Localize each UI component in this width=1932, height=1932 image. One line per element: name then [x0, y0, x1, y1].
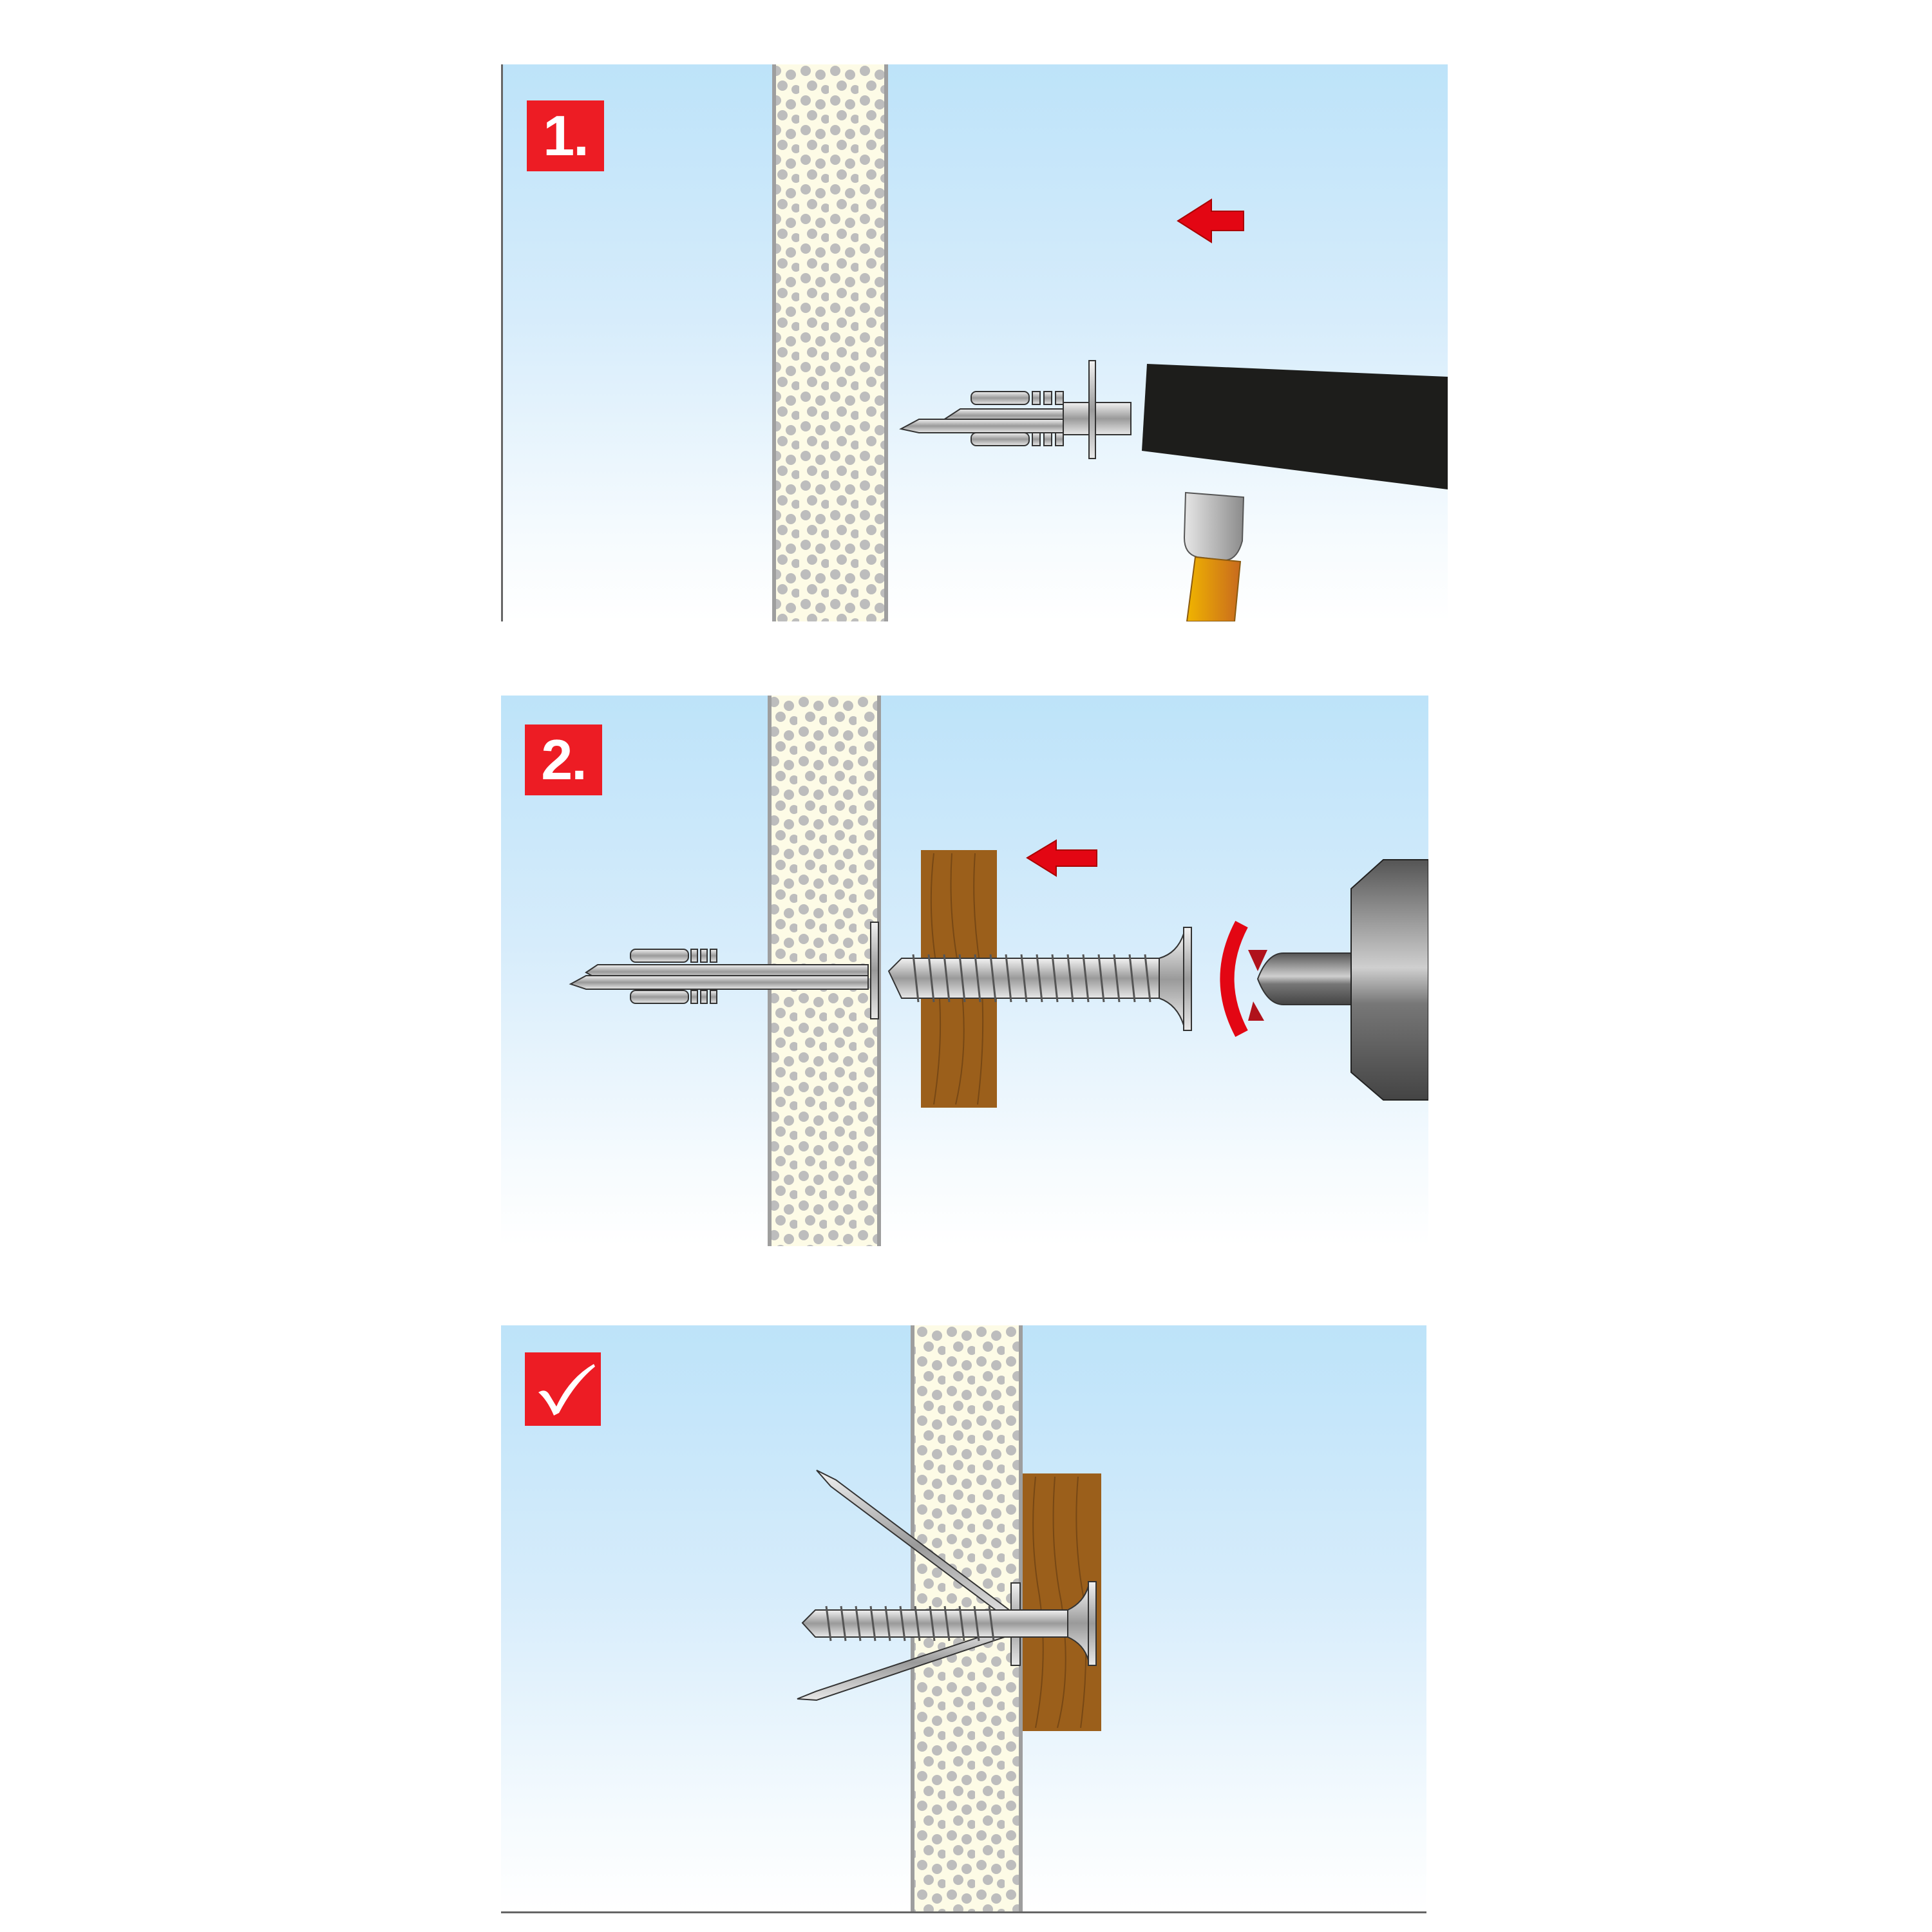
rotation-arrow-icon: [1220, 920, 1267, 1037]
nail-anchor: [899, 360, 1132, 459]
step-2-scene: [569, 696, 1428, 1246]
step-1-scene: [772, 64, 1448, 621]
step-number-label: 2.: [541, 728, 587, 791]
step-number-label: 1.: [543, 104, 589, 167]
step-1-panel: 1.: [501, 64, 1448, 621]
direction-arrow-left-icon: [1026, 839, 1097, 877]
insulation-wall: [772, 64, 888, 621]
step-1-badge: 1.: [527, 100, 604, 171]
direction-arrow-left-icon: [1177, 198, 1244, 243]
drill-chuck: [1256, 859, 1428, 1101]
screw: [801, 1581, 1097, 1666]
result-panel: [501, 1325, 1426, 1913]
checkmark-icon: [538, 1364, 595, 1416]
result-badge: [525, 1352, 601, 1426]
result-scene: [797, 1325, 1101, 1911]
nail-anchor-seated: [569, 922, 879, 1019]
screw: [887, 927, 1192, 1031]
hammer: [1142, 364, 1448, 621]
step-2-badge: 2.: [525, 724, 602, 795]
step-2-panel: 2.: [501, 696, 1428, 1246]
